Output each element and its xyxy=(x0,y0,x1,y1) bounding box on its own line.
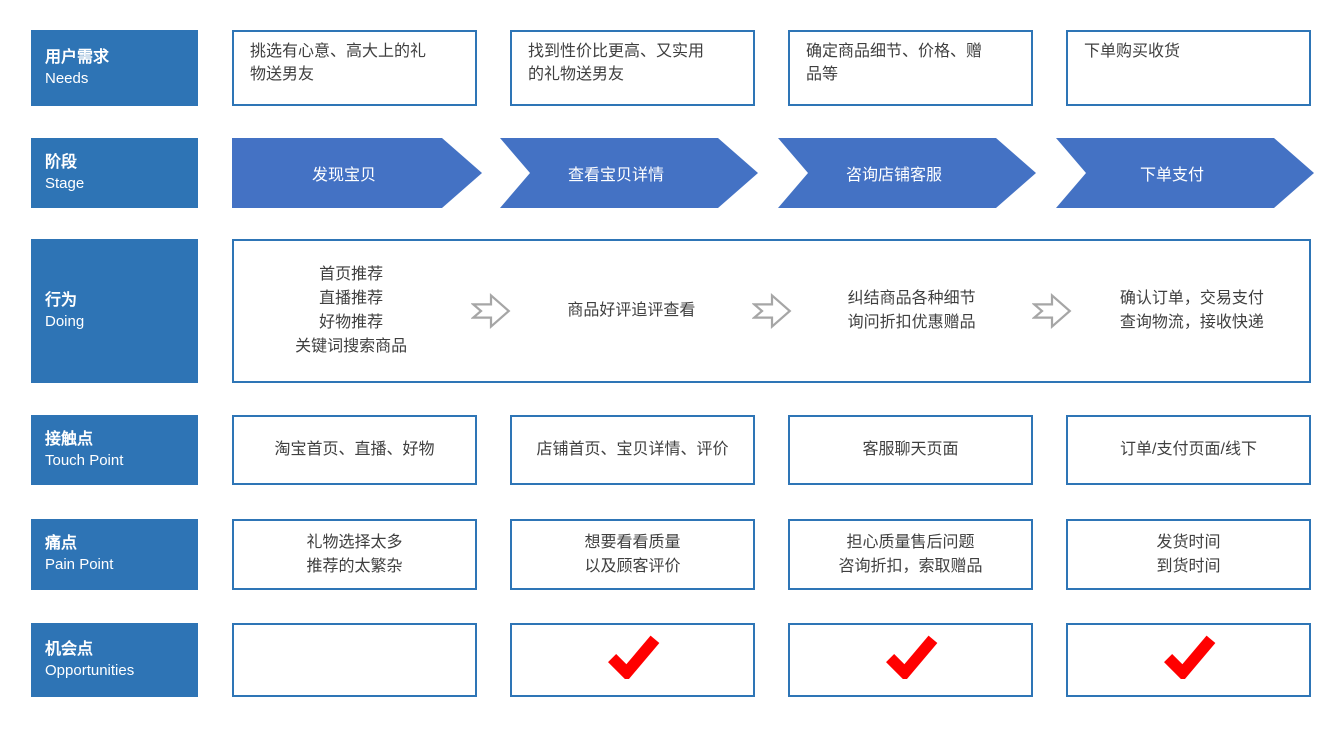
row-label-needs-zh: 用户需求 xyxy=(45,48,110,66)
row-label-doing: 行为 Doing xyxy=(31,239,198,383)
stage-label: 下单支付 xyxy=(1139,167,1204,184)
row-label-pain-point: 痛点 Pain Point xyxy=(31,519,198,590)
painpoint-cell: 礼物选择太多推荐的太繁杂 xyxy=(232,519,477,590)
opportunity-cell xyxy=(1066,623,1311,697)
row-label-touch-point-zh: 接触点 xyxy=(45,430,94,448)
doing-cell: 首页推荐直播推荐好物推荐关键词搜索商品 xyxy=(295,266,408,355)
row-label-doing-en: Doing xyxy=(45,312,85,330)
check-icon xyxy=(882,633,940,686)
stage-arrow: 查看宝贝详情 xyxy=(500,138,758,208)
stage-arrow: 下单支付 xyxy=(1056,138,1314,208)
stage-arrow: 发现宝贝 xyxy=(232,138,482,208)
needs-cell: 确定商品细节、价格、赠品等 xyxy=(788,30,1033,106)
touchpoint-cell: 客服聊天页面 xyxy=(788,415,1033,485)
stage-arrow: 咨询店铺客服 xyxy=(778,138,1036,208)
row-label-doing-zh: 行为 xyxy=(45,291,78,309)
hollow-right-arrow-icon xyxy=(749,292,795,330)
stage-label: 发现宝贝 xyxy=(311,167,376,184)
row-label-touch-point: 接触点 Touch Point xyxy=(31,415,198,485)
doing-cell: 确认订单，交易支付查询物流，接收快递 xyxy=(1119,290,1264,331)
row-label-stage-en: Stage xyxy=(45,174,85,192)
row-label-needs: 用户需求 Needs xyxy=(31,30,198,106)
doing-cell: 商品好评追评查看 xyxy=(567,302,696,319)
check-icon xyxy=(1160,633,1218,686)
row-label-opportunities: 机会点 Opportunities xyxy=(31,623,198,697)
opportunity-cell xyxy=(510,623,755,697)
needs-cell: 找到性价比更高、又实用的礼物送男友 xyxy=(510,30,755,106)
doing-cell: 纠结商品各种细节询问折扣优惠赠品 xyxy=(847,290,976,331)
row-label-stage: 阶段 Stage xyxy=(31,138,198,208)
check-icon xyxy=(604,633,662,686)
row-label-opportunities-en: Opportunities xyxy=(45,661,135,679)
row-label-opportunities-zh: 机会点 xyxy=(45,640,94,658)
doing-box: 首页推荐直播推荐好物推荐关键词搜索商品 商品好评追评查看 纠结商品各种细节询问折… xyxy=(232,239,1311,383)
row-label-pain-point-zh: 痛点 xyxy=(45,535,78,553)
opportunity-cell xyxy=(788,623,1033,697)
touchpoint-cell: 店铺首页、宝贝详情、评价 xyxy=(510,415,755,485)
hollow-right-arrow-icon xyxy=(468,292,514,330)
row-label-stage-zh: 阶段 xyxy=(45,153,78,171)
hollow-right-arrow-icon xyxy=(1029,292,1075,330)
needs-cell: 下单购买收货 xyxy=(1066,30,1311,106)
touchpoint-cell: 淘宝首页、直播、好物 xyxy=(232,415,477,485)
painpoint-cell: 发货时间到货时间 xyxy=(1066,519,1311,590)
stage-label: 查看宝贝详情 xyxy=(567,167,664,184)
row-label-needs-en: Needs xyxy=(45,69,89,87)
row-label-pain-point-en: Pain Point xyxy=(45,556,114,574)
painpoint-cell: 担心质量售后问题咨询折扣，索取赠品 xyxy=(788,519,1033,590)
row-label-touch-point-en: Touch Point xyxy=(45,451,124,469)
touchpoint-cell: 订单/支付页面/线下 xyxy=(1066,415,1311,485)
stage-label: 咨询店铺客服 xyxy=(845,167,942,184)
needs-cell: 挑选有心意、高大上的礼物送男友 xyxy=(232,30,477,106)
opportunity-cell xyxy=(232,623,477,697)
painpoint-cell: 想要看看质量以及顾客评价 xyxy=(510,519,755,590)
